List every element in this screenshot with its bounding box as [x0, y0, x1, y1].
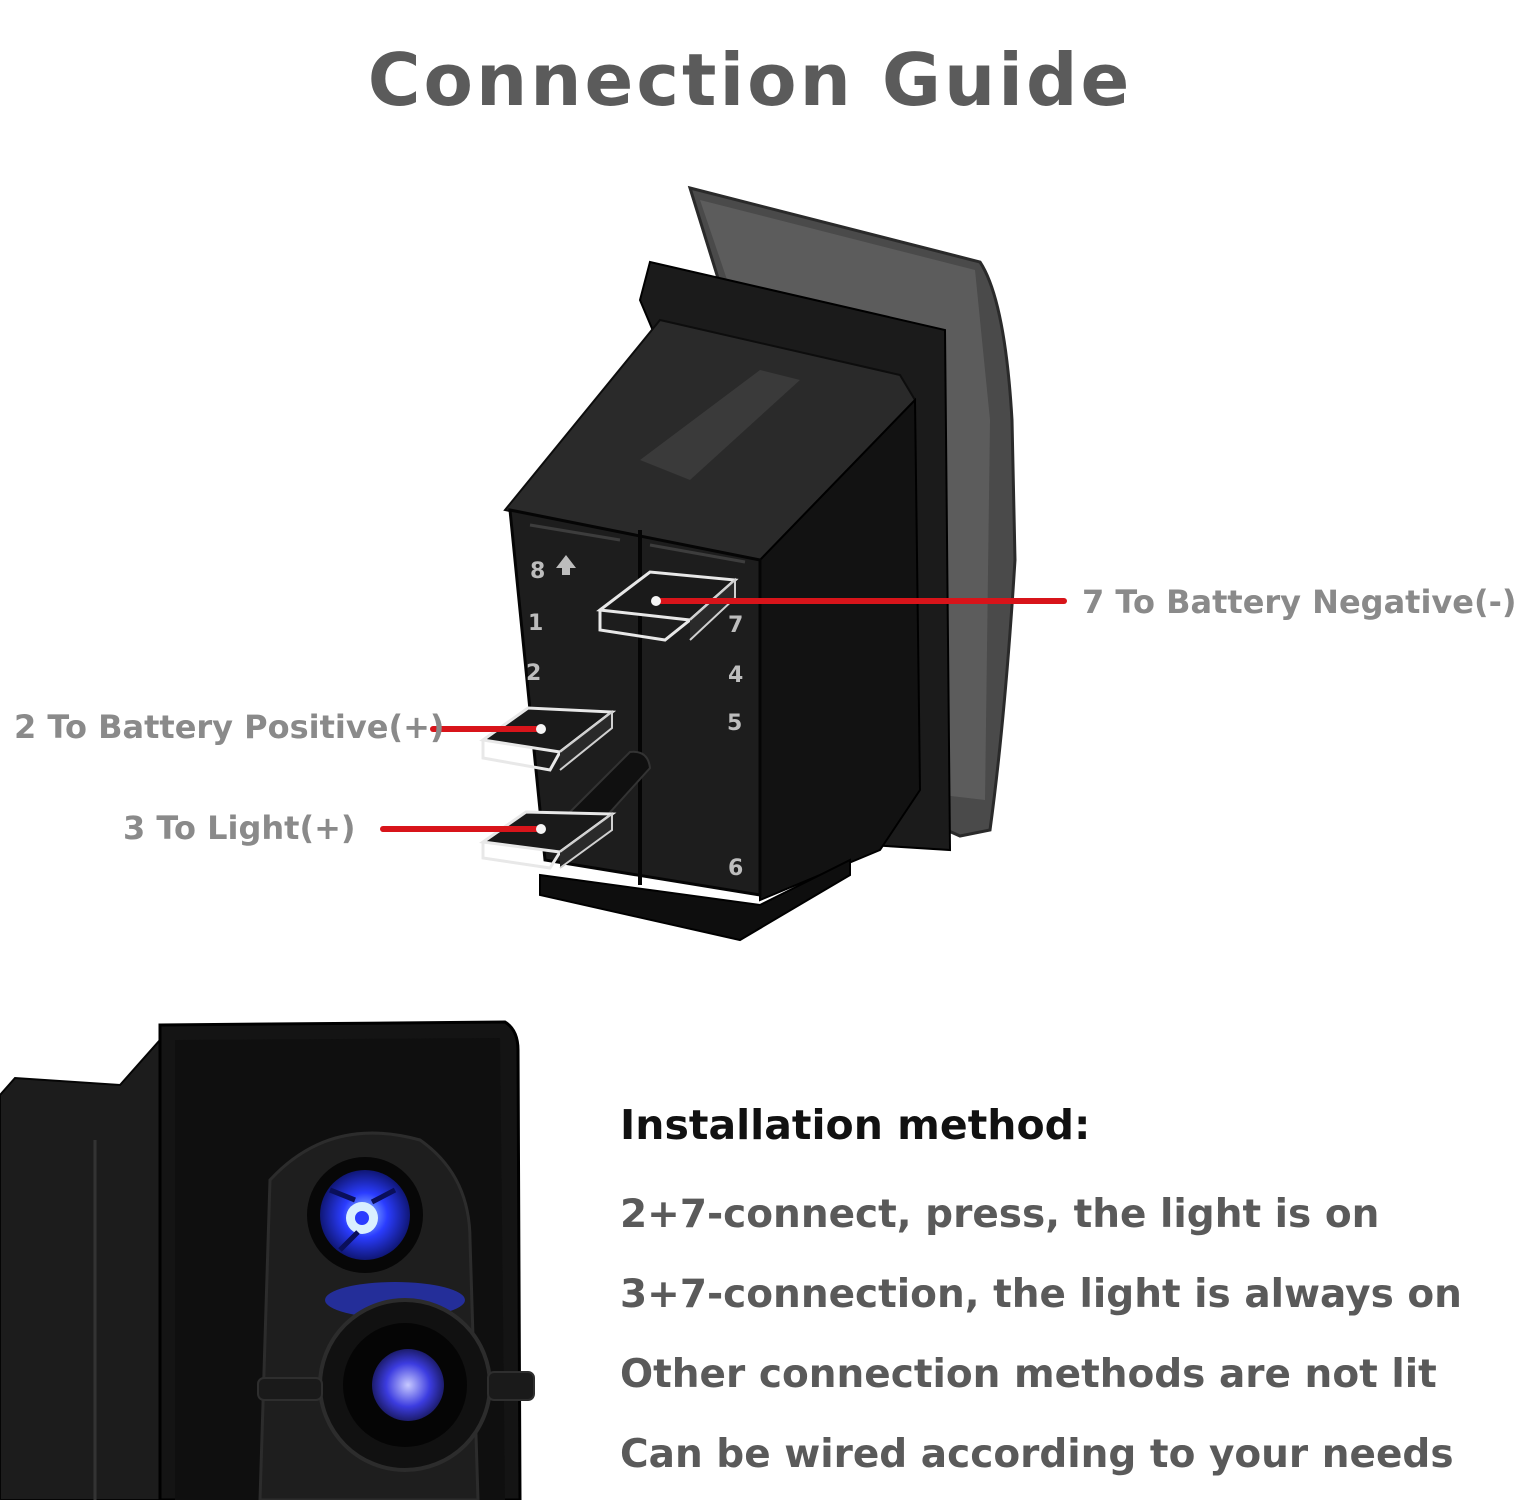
leader-line-3: [380, 826, 542, 832]
callout-terminal-3: 3 To Light(+): [123, 809, 356, 847]
leader-line-2: [430, 726, 542, 732]
callout-terminal-2: 2 To Battery Positive(+): [14, 708, 445, 746]
switch-rear-illustration: 8 1 2 7 4 5 6: [478, 185, 1017, 942]
lower-indicator-light: [372, 1349, 444, 1421]
terminal-2: [479, 706, 617, 772]
terminal-3: [478, 810, 617, 870]
terminal-7-point: [651, 596, 661, 606]
installation-line: Other connection methods are not lit: [620, 1352, 1437, 1397]
installation-line: Can be wired according to your needs: [620, 1432, 1454, 1477]
installation-heading: Installation method:: [620, 1101, 1091, 1149]
installation-line: 3+7-connection, the light is always on: [620, 1272, 1462, 1317]
installation-method-panel: Installation method: 2+7-connect, press,…: [620, 1095, 1490, 1495]
pin-7-label: 7: [728, 613, 743, 638]
leader-line-7: [655, 598, 1067, 604]
page-title: Connection Guide: [367, 38, 1133, 122]
installation-line: 2+7-connect, press, the light is on: [620, 1192, 1380, 1237]
pin-2-label: 2: [526, 661, 541, 686]
terminal-3-point: [536, 824, 546, 834]
pin-6-label: 6: [728, 856, 743, 881]
pin-8-label: 8: [530, 559, 545, 584]
pin-4-label: 4: [728, 663, 743, 688]
terminal-2-point: [536, 724, 546, 734]
terminal-7: [596, 570, 739, 642]
callout-terminal-7: 7 To Battery Negative(-): [1082, 583, 1517, 621]
pin-5-label: 5: [727, 711, 742, 736]
rocker-front-illustration: [0, 1020, 535, 1500]
pin-1-label: 1: [528, 611, 543, 636]
